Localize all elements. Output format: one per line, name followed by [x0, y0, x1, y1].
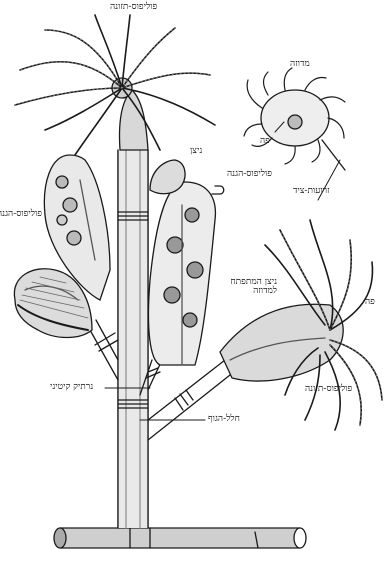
top-feeding-polyp — [15, 15, 215, 155]
label-perisarc: נרתיק קיטיני — [50, 383, 93, 392]
label-feeding-polyp-top: פוליפוס-תזונה — [110, 3, 157, 12]
stolon — [54, 528, 306, 548]
label-mouth-right: פה — [365, 298, 375, 307]
label-mouth-medusa: פה — [260, 137, 270, 146]
label-bud: ניצן — [190, 147, 202, 156]
main-stem — [118, 150, 148, 528]
label-feeding-polyp-right: פוליפוס-תזונה — [305, 385, 352, 394]
medusa — [244, 68, 345, 170]
label-coenosarc: חלל-הגוף — [208, 415, 240, 424]
label-developing-bud: ניצן המתפתח למדוזה — [217, 278, 277, 296]
label-reproductive-polyp-left: פוליפוס-הגנה — [2, 210, 42, 219]
label-medusa: מדוזה — [290, 60, 310, 69]
middle-gonotheca — [148, 182, 223, 365]
label-reproductive-polyp-mid: פוליפוס-הגנה — [227, 170, 272, 179]
label-tentacle-medusa: זרועות-ציד — [293, 187, 330, 196]
